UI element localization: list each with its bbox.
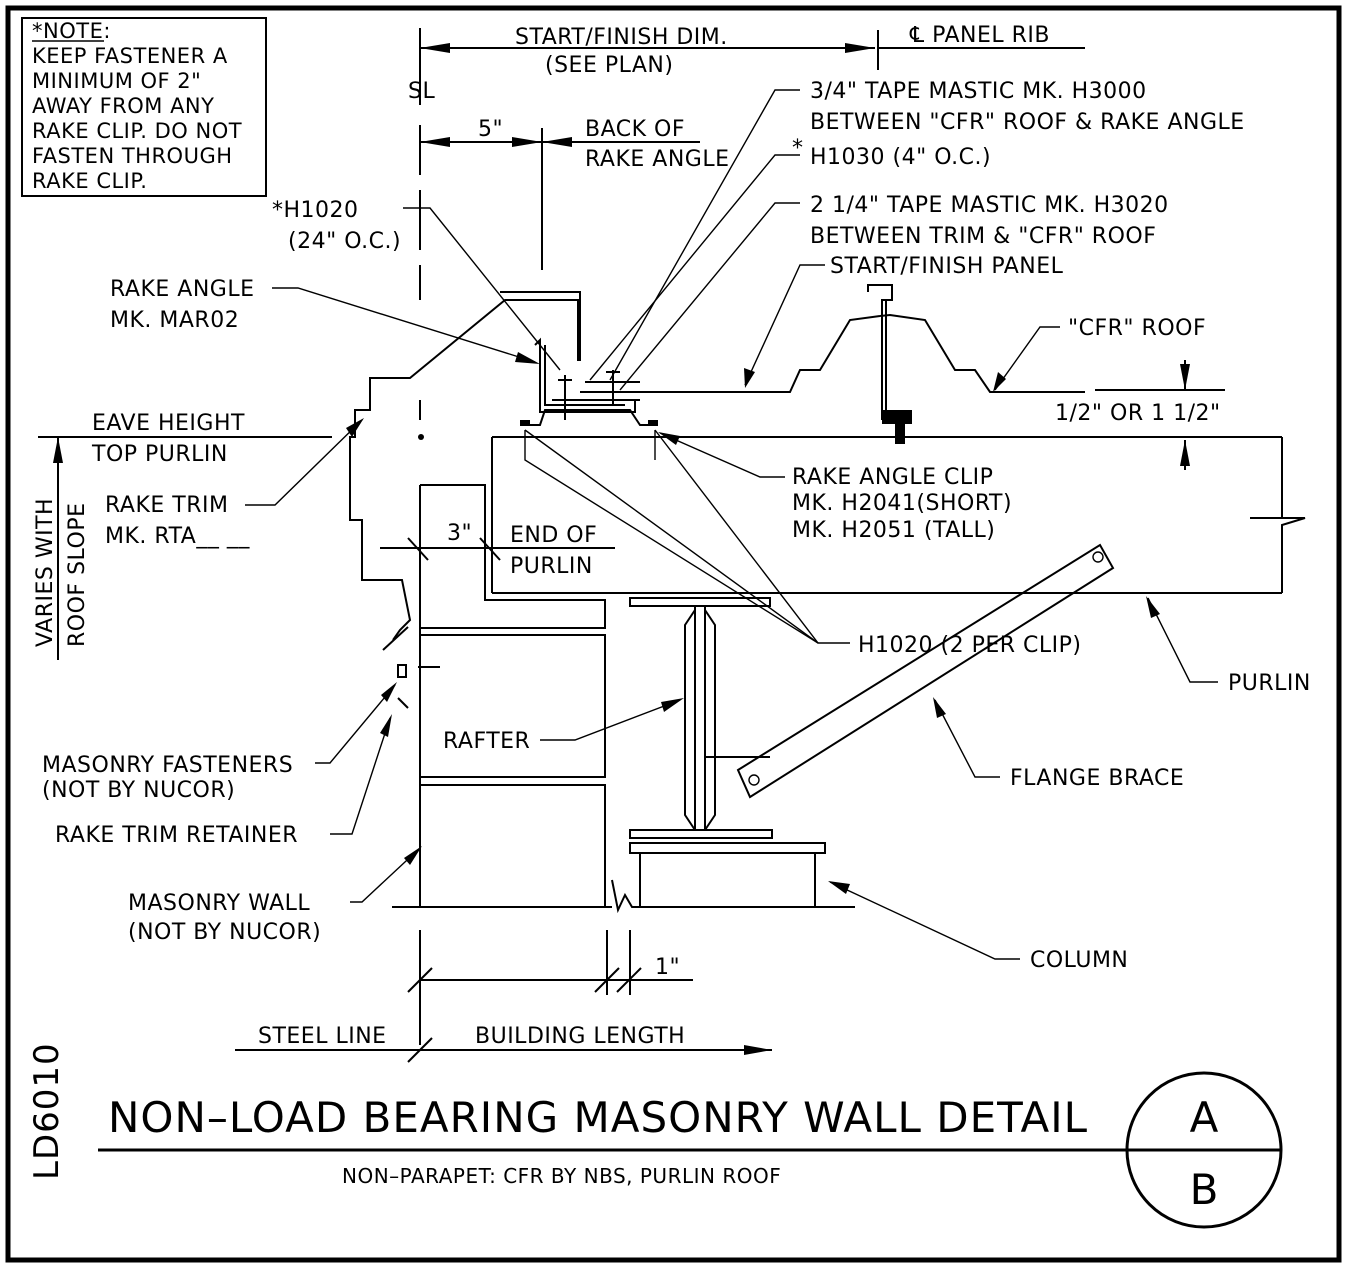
mk-mar02-label: MK. MAR02 (110, 308, 239, 333)
mk-rta-label: MK. RTA__ __ (105, 524, 250, 549)
start-finish-panel-label: START/FINISH PANEL (830, 254, 1064, 279)
roof-offset-label: 1/2" OR 1 1/2" (1055, 401, 1221, 426)
flange-brace (736, 543, 1115, 799)
rake-trim-retainer-label: RAKE TRIM RETAINER (55, 823, 298, 848)
tape-mastic-h3000-sub: BETWEEN "CFR" ROOF & RAKE ANGLE (810, 110, 1245, 135)
rake-angle-clip-label: RAKE ANGLE CLIP (792, 465, 993, 490)
rake-angle-back-label: RAKE ANGLE (585, 147, 729, 172)
purlin-label: PURLIN (1228, 671, 1311, 696)
column-label: COLUMN (1030, 948, 1128, 973)
detail-callout-circle (1125, 1071, 1283, 1229)
varies-with-label: VARIES WITH (33, 498, 58, 647)
start-finish-dimension (420, 30, 1085, 70)
h1020-clip-label: H1020 (2 PER CLIP) (858, 633, 1082, 658)
note-line: RAKE CLIP. (32, 169, 147, 193)
detail-letter-a: A (1190, 1093, 1219, 1142)
rafter-label: RAFTER (443, 729, 530, 754)
start-finish-dim-label: START/FINISH DIM. (515, 25, 728, 50)
drawing-border (5, 5, 1342, 1263)
note-line: FASTEN THROUGH (32, 144, 233, 168)
mk-h2051-label: MK. H2051 (TALL) (792, 518, 995, 543)
see-plan-label: (SEE PLAN) (545, 53, 673, 78)
rake-trim (349, 291, 581, 641)
end-of-purlin-label: PURLIN (510, 554, 593, 579)
note-box: *NOTE: KEEP FASTENER A MINIMUM OF 2" AWA… (21, 17, 267, 197)
tape-mastic-h3000-label: 3/4" TAPE MASTIC MK. H3000 (810, 79, 1147, 104)
note-heading: *NOTE: (32, 19, 111, 43)
rake-angle-clip-assembly (520, 337, 658, 426)
panel-rib-label: ℄ PANEL RIB (909, 23, 1050, 48)
drawing-code: LD6010 (27, 1042, 67, 1180)
detail-title: NON–LOAD BEARING MASONRY WALL DETAIL (108, 1093, 1088, 1142)
tape-mastic-h3020-sub: BETWEEN TRIM & "CFR" ROOF (810, 224, 1156, 249)
rake-angle-label: RAKE ANGLE (110, 277, 254, 302)
tape-mastic-h3020-label: 2 1/4" TAPE MASTIC MK. H3020 (810, 193, 1169, 218)
asterisk: * (792, 136, 804, 161)
end-of-label: END OF (510, 523, 597, 548)
eave-height-label: EAVE HEIGHT (92, 411, 245, 436)
cfr-roof-panel (580, 313, 1225, 393)
detail-subtitle: NON–PARAPET: CFR BY NBS, PURLIN ROOF (342, 1164, 781, 1188)
mk-h2041-label: MK. H2041(SHORT) (792, 491, 1012, 516)
panel-rib-clip (867, 284, 912, 444)
h1020-top-sub: (24" O.C.) (288, 229, 401, 254)
dim-3-label: 3" (447, 521, 472, 546)
masonry-fasteners-label: MASONRY FASTENERS (42, 753, 293, 778)
rake-trim-label: RAKE TRIM (105, 493, 228, 518)
back-of-label: BACK OF (585, 117, 685, 142)
detail-letter-b: B (1190, 1165, 1219, 1214)
cfr-roof-label: "CFR" ROOF (1068, 316, 1206, 341)
steel-line-centerline (418, 28, 424, 1045)
top-purlin-label: TOP PURLIN (91, 442, 228, 467)
sl-symbol: SL (408, 79, 435, 104)
masonry-fasteners-sub: (NOT BY NUCOR) (42, 778, 235, 803)
flange-brace-label: FLANGE BRACE (1010, 766, 1184, 791)
masonry-wall (392, 484, 855, 914)
h1020-top-label: *H1020 (272, 198, 359, 223)
note-line: AWAY FROM ANY (32, 94, 214, 118)
note-line: KEEP FASTENER A (32, 44, 228, 68)
purlin (491, 436, 1306, 594)
note-line: RAKE CLIP. DO NOT (32, 119, 242, 143)
roof-slope-label: ROOF SLOPE (65, 503, 90, 648)
masonry-wall-label: MASONRY WALL (128, 891, 310, 916)
dimension-5in (420, 128, 700, 270)
note-line: MINIMUM OF 2" (32, 69, 201, 93)
dim-5-label: 5" (478, 117, 503, 142)
h1030-label: H1030 (4" O.C.) (810, 145, 991, 170)
dim-1-label: 1" (655, 955, 680, 980)
steel-line-label: STEEL LINE (258, 1024, 387, 1049)
building-length-label: BUILDING LENGTH (475, 1024, 685, 1049)
column (629, 842, 826, 907)
masonry-wall-sub: (NOT BY NUCOR) (128, 920, 321, 945)
rafter-beam (629, 597, 773, 839)
